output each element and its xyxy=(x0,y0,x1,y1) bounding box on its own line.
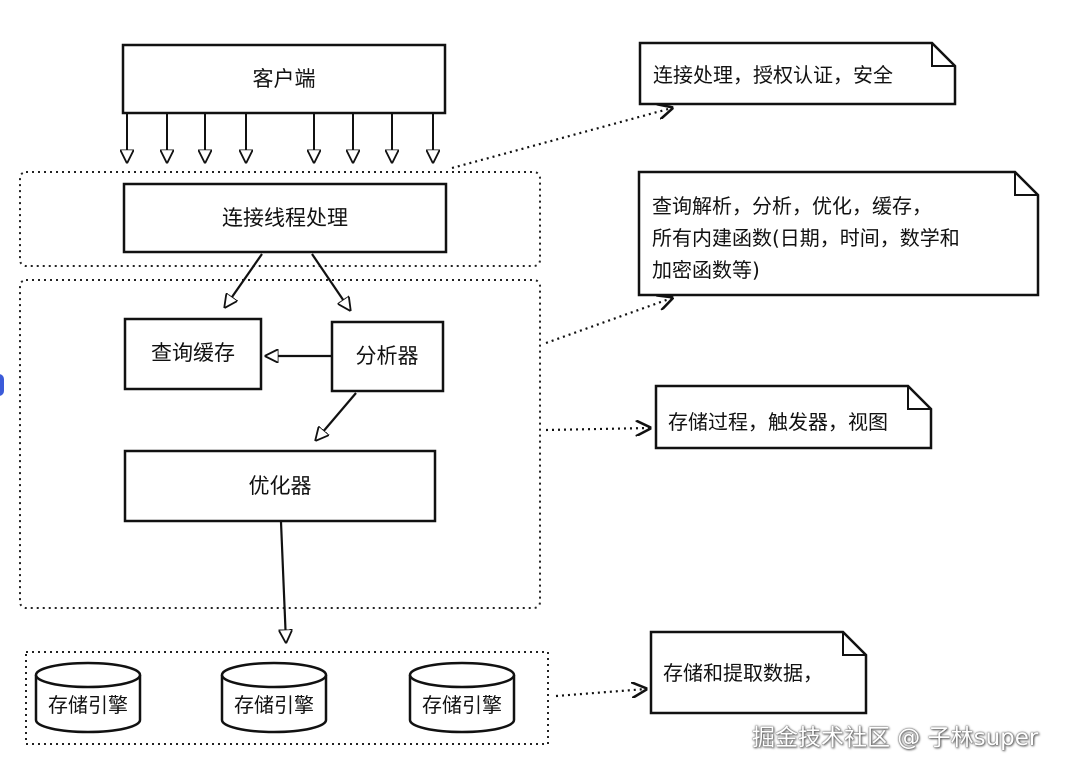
query-cache-label: 查询缓存 xyxy=(151,341,235,365)
note-procedures-text: 存储过程，触发器，视图 xyxy=(668,410,888,434)
note-connectors xyxy=(451,108,672,696)
storage-engine-label: 存储引擎 xyxy=(422,693,502,717)
note-storage: 存储和提取数据， xyxy=(649,630,868,715)
query-cache-box: 查询缓存 xyxy=(123,317,263,391)
client-connection-arrows xyxy=(127,113,433,162)
note-parsing-line-1: 查询解析，分析，优化，缓存， xyxy=(652,194,932,218)
storage-engine-3: 存储引擎 xyxy=(408,661,516,734)
storage-layer-frame xyxy=(25,651,549,745)
optimizer-box: 优化器 xyxy=(123,449,437,523)
connection-thread-label: 连接线程处理 xyxy=(222,206,348,230)
service-layer-frame xyxy=(19,279,541,609)
storage-engine-2: 存储引擎 xyxy=(220,661,328,734)
storage-engine-1: 存储引擎 xyxy=(34,661,142,734)
connection-layer-frame xyxy=(19,171,541,267)
note-connection-text: 连接处理，授权认证，安全 xyxy=(653,63,893,87)
client-box: 客户端 xyxy=(121,43,447,115)
storage-engine-label: 存储引擎 xyxy=(48,693,128,717)
note-connection: 连接处理，授权认证，安全 xyxy=(638,41,957,106)
client-label: 客户端 xyxy=(253,67,316,91)
watermark: 掘金技术社区 @ 子林super xyxy=(752,725,1039,751)
internal-flow-arrows xyxy=(225,253,357,642)
optimizer-label: 优化器 xyxy=(249,474,312,498)
note-parsing-line-2: 所有内建函数(日期，时间，数学和 xyxy=(652,226,960,250)
parser-label: 分析器 xyxy=(356,344,419,368)
note-parsing-line-3: 加密函数等) xyxy=(652,258,760,282)
storage-engine-label: 存储引擎 xyxy=(234,693,314,717)
note-procedures: 存储过程，触发器，视图 xyxy=(654,384,933,450)
connection-thread-box: 连接线程处理 xyxy=(122,182,448,254)
stray-blue-mark xyxy=(0,374,4,396)
note-parsing: 查询解析，分析，优化，缓存， 所有内建函数(日期，时间，数学和 加密函数等) xyxy=(637,170,1040,297)
note-storage-text: 存储和提取数据， xyxy=(663,661,823,685)
parser-box: 分析器 xyxy=(330,320,445,393)
